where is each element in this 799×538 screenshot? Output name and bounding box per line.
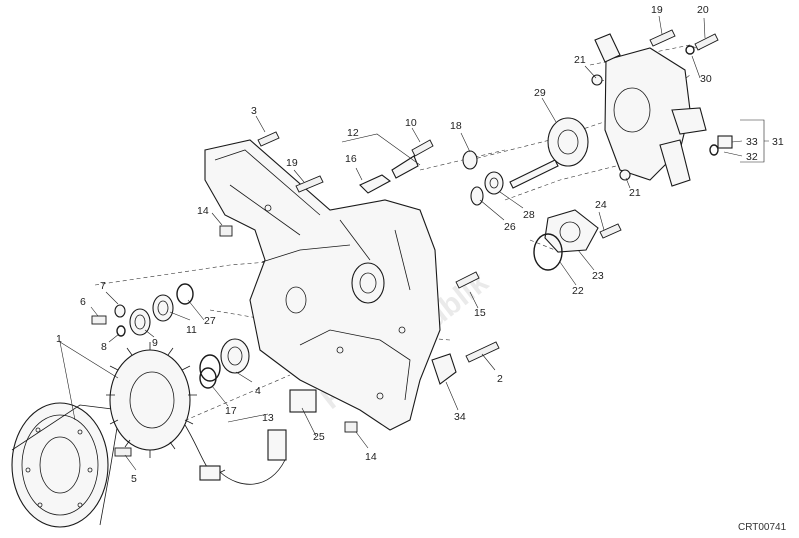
callout-33: 33 [746,136,758,148]
callout-11: 11 [186,324,197,336]
callout-3: 3 [251,105,257,117]
left-hardware [91,225,358,457]
callout-25: 25 [313,431,325,443]
generator-rotor [11,402,121,528]
callout-7: 7 [100,280,106,292]
callout-34: 34 [454,411,466,423]
callout-2: 2 [497,373,503,385]
callout-26: 26 [504,221,516,233]
callout-32: 32 [746,151,758,163]
callout-20: 20 [697,4,709,16]
callout-1: 1 [56,333,62,345]
callout-17: 17 [225,405,237,417]
callout-12: 12 [347,127,359,139]
generator-stator [106,342,287,485]
callout-24: 24 [595,199,607,211]
callout-13: 13 [262,412,274,424]
callout-16: 16 [345,153,357,165]
cover-bolts [257,29,719,363]
callout-4: 4 [255,385,261,397]
callout-31: 31 [772,136,784,148]
callout-18: 18 [450,120,462,132]
callout-21-bottom: 21 [629,187,641,199]
callout-14-bottom: 14 [365,451,377,463]
callout-15: 15 [474,307,486,319]
water-pump-assembly [431,33,733,385]
leader-lines [59,15,769,471]
callout-8: 8 [101,341,107,353]
callout-14-top: 14 [197,205,209,217]
callout-labels: 1 2 3 4 5 6 7 8 9 10 11 12 13 14 14 15 1… [56,4,784,485]
callout-6: 6 [80,296,86,308]
callout-5: 5 [131,473,137,485]
callout-27: 27 [204,315,216,327]
generator-cover [204,139,441,431]
callout-19-pump: 19 [651,4,663,16]
callout-19-cover: 19 [286,157,298,169]
callout-22: 22 [572,285,584,297]
callout-28: 28 [523,209,535,221]
callout-23: 23 [592,270,604,282]
diagram-reference-code: CRT00741 [738,522,787,533]
callout-10: 10 [405,117,417,129]
callout-9: 9 [152,337,158,349]
callout-21-top: 21 [574,54,586,66]
callout-30: 30 [700,73,712,85]
callout-29: 29 [534,87,546,99]
